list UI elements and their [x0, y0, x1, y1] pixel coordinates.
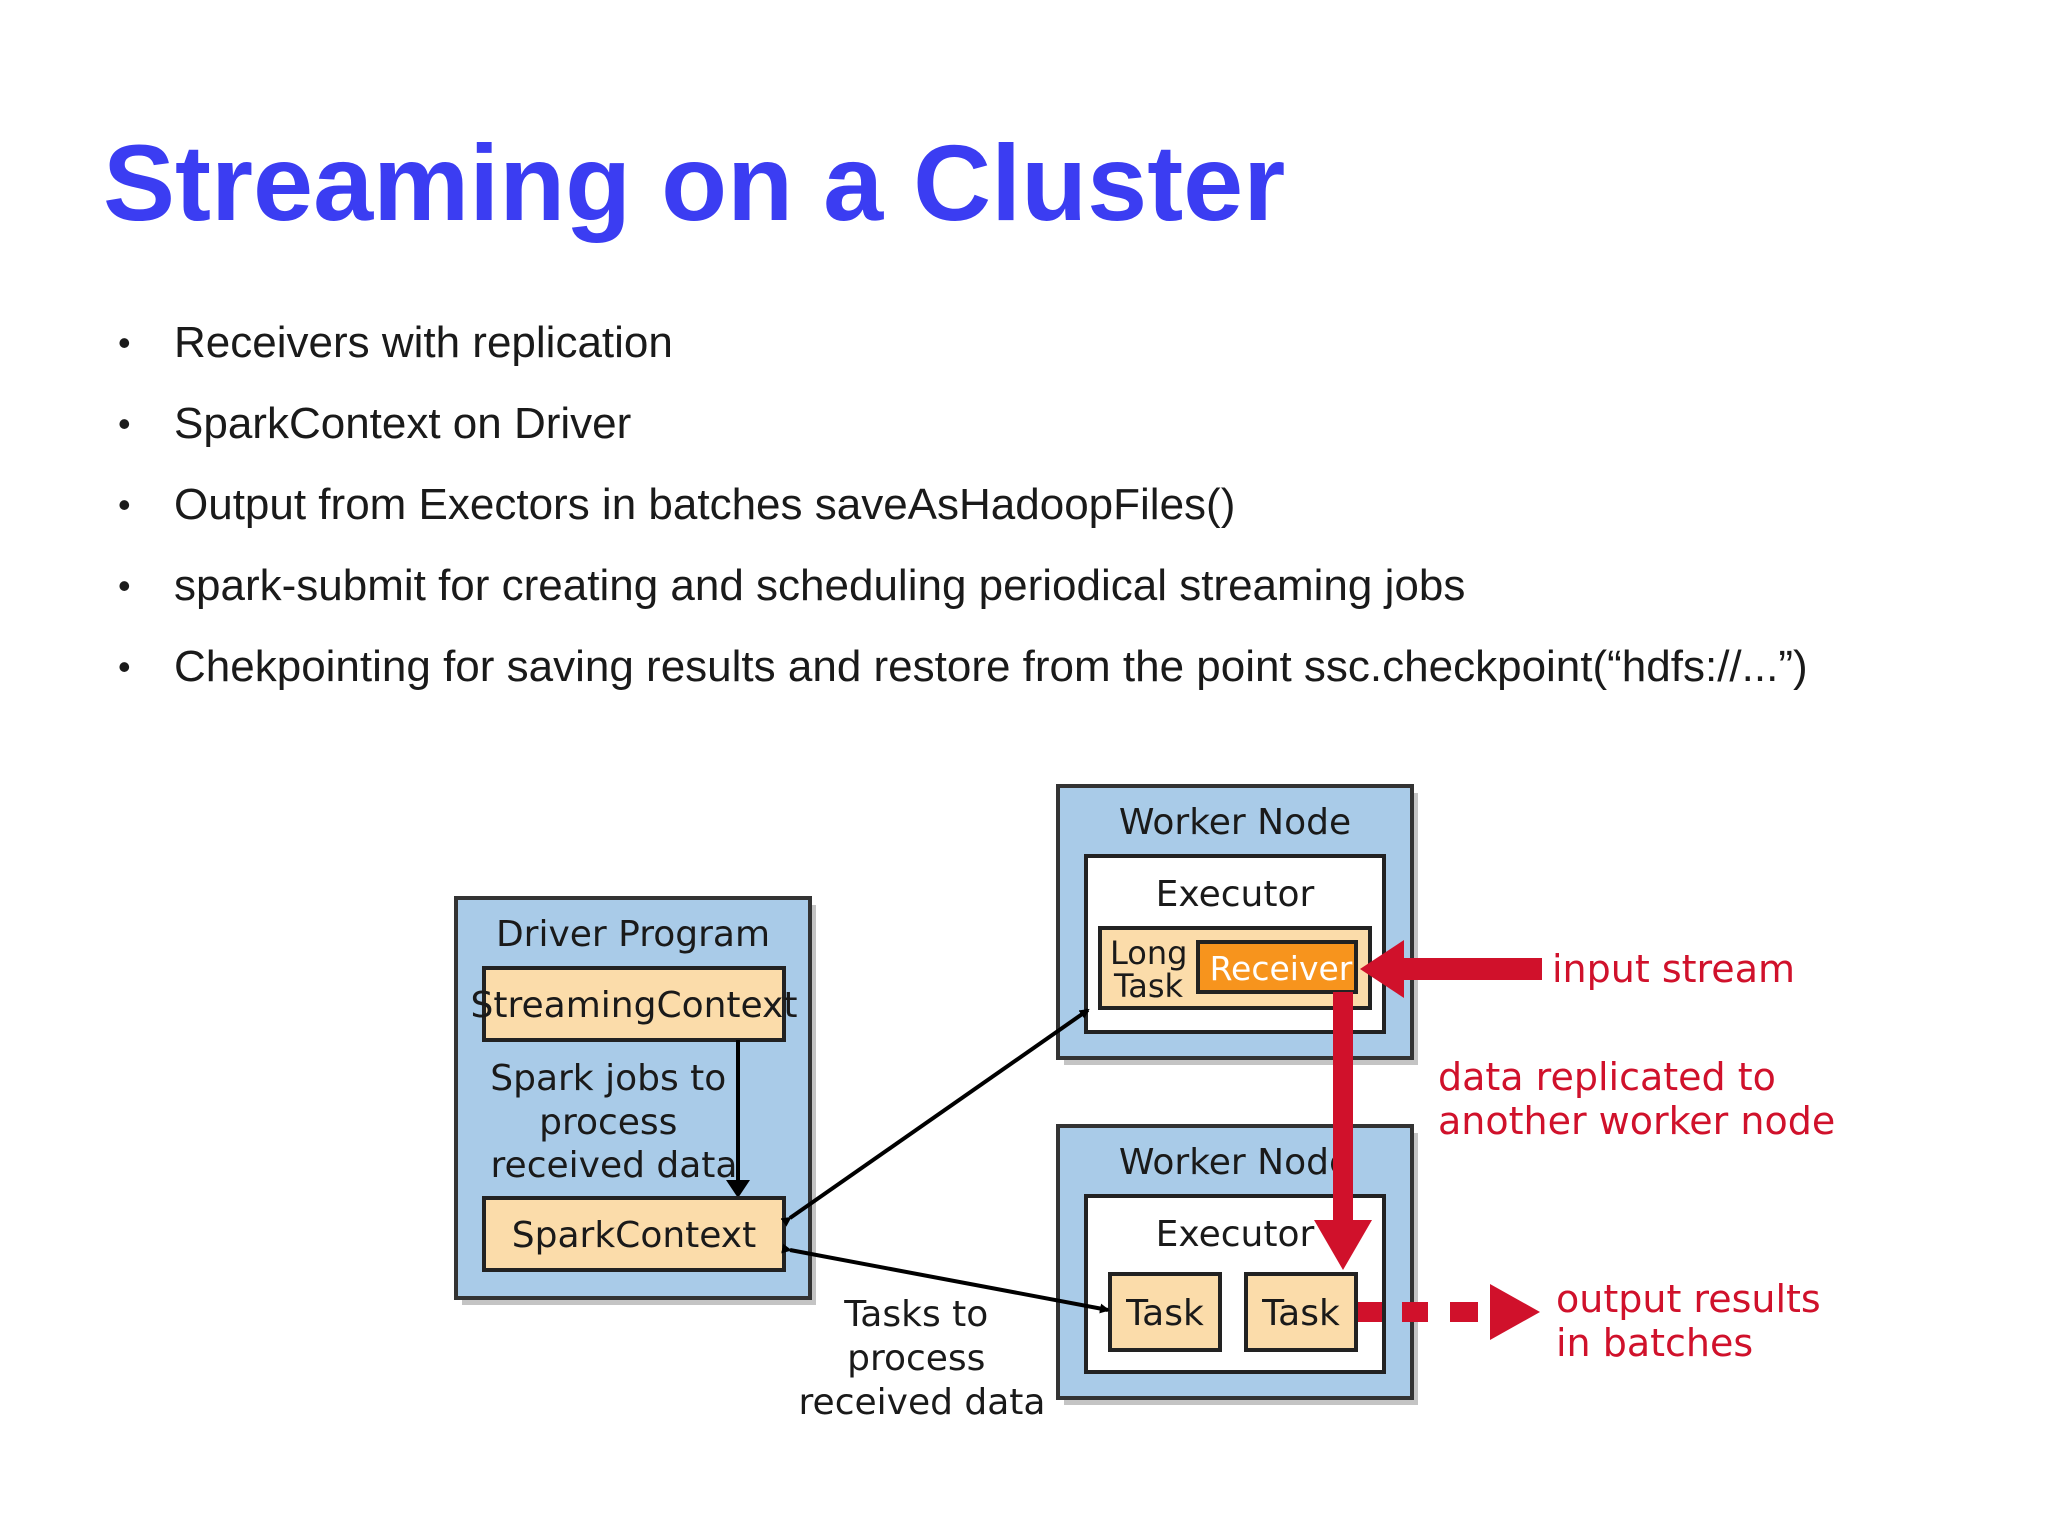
bullet-text: SparkContext on Driver [174, 399, 632, 448]
bullet-text: Chekpointing for saving results and rest… [174, 642, 1808, 691]
output-dashed-arrow [1358, 1284, 1540, 1340]
input-stream-arrow-shaft [1400, 958, 1542, 980]
replication-arrow-shaft [1333, 992, 1353, 1222]
driver-program-title: Driver Program [496, 914, 770, 955]
task-box-2 [1244, 1272, 1358, 1352]
worker-node-title: Worker Node [1119, 1142, 1351, 1183]
input-stream-label: input stream [1552, 947, 1795, 991]
replication-label: data replicated to another worker node [1438, 1055, 1835, 1143]
long-task-label: Long Task [1110, 934, 1198, 1005]
task-box-1 [1108, 1272, 1222, 1352]
receiver-label: Receiver [1210, 949, 1353, 988]
worker-node-top: Worker Node Executor Long Task Receiver [1056, 784, 1418, 1065]
worker-node-bottom: Worker Node Executor Task Task [1056, 1124, 1418, 1405]
output-label: output results in batches [1556, 1277, 1833, 1365]
executor-label: Executor [1156, 874, 1315, 915]
bullet-item: • SparkContext on Driver [118, 391, 1808, 472]
task-label-1: Task [1125, 1293, 1204, 1334]
slide-title: Streaming on a Cluster [103, 122, 1286, 243]
bullet-list: • Receivers with replication • SparkContex… [118, 310, 1808, 715]
bullet-text: Output from Exectors in batches saveAsHa… [174, 480, 1236, 529]
driver-program-node: Driver Program StreamingContext Spark jo… [454, 896, 816, 1305]
task-label-2: Task [1261, 1293, 1340, 1334]
worker-node-title: Worker Node [1119, 802, 1351, 843]
streaming-context-label: StreamingContext [471, 985, 798, 1026]
streaming-context-box [482, 966, 786, 1042]
jobs-arrowhead [726, 1180, 750, 1198]
executor-label: Executor [1156, 1214, 1315, 1255]
bullet-item: • spark-submit for creating and schedulin… [118, 553, 1808, 634]
bullet-item: • Chekpointing for saving results and res… [118, 634, 1808, 715]
driver-worker-bottom-arrow [781, 1243, 1110, 1314]
spark-context-label: SparkContext [512, 1215, 756, 1256]
bullet-dot: • [118, 646, 131, 687]
bullet-dot: • [118, 322, 131, 363]
bullet-item: • Output from Exectors in batches saveAsH… [118, 472, 1808, 553]
replication-arrowhead [1314, 1220, 1372, 1270]
tasks-label: Tasks to process received data [799, 1294, 1046, 1423]
bullet-dot: • [118, 403, 131, 444]
input-stream-arrowhead [1360, 940, 1404, 998]
bullet-text: Receivers with replication [174, 318, 673, 367]
bullet-text: spark-submit for creating and scheduling… [174, 561, 1466, 610]
driver-worker-top-arrow [780, 1008, 1090, 1227]
spark-context-box [482, 1196, 786, 1272]
bullet-dot: • [118, 565, 131, 606]
bullet-item: • Receivers with replication [118, 310, 1808, 391]
receiver-box [1196, 940, 1358, 994]
bullet-dot: • [118, 484, 131, 525]
spark-jobs-label: Spark jobs to process received data [490, 1058, 738, 1186]
